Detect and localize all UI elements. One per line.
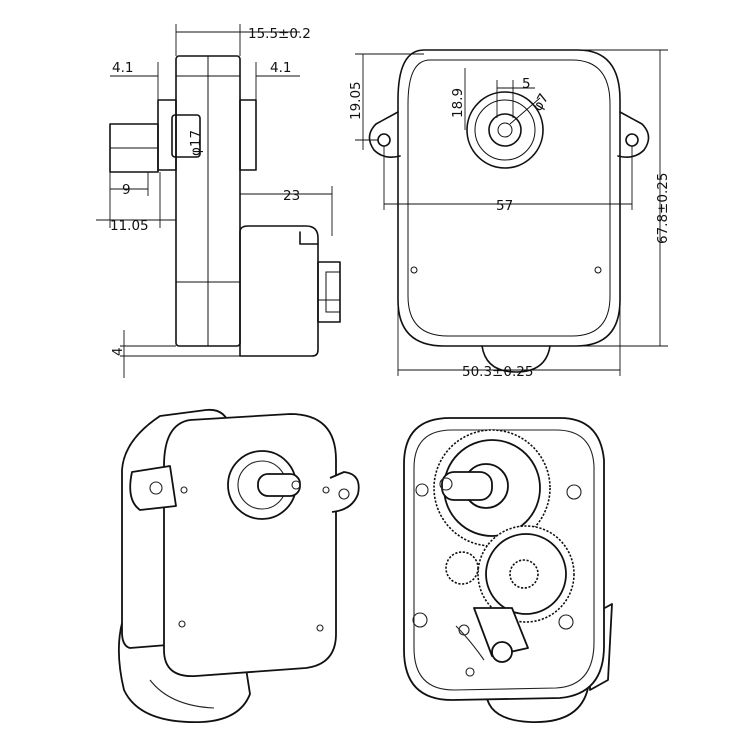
screw-boss-open [558, 614, 574, 630]
ear-left-iso [129, 465, 177, 511]
output-shaft-open [441, 471, 493, 501]
dim-shaft-dia: φ7 [530, 91, 553, 114]
internal-rib [455, 625, 485, 661]
output-boss [171, 114, 201, 158]
flange-left [157, 99, 177, 171]
dim-width-total: 15.5±0.2 [248, 26, 311, 42]
shaft-end-iso [291, 480, 301, 490]
iso-view-closed [117, 408, 360, 723]
dim-width-front: 50.3±0.25 [462, 364, 533, 380]
ear-right [617, 111, 650, 158]
mount-hole-left [377, 133, 391, 147]
boss-ring [474, 99, 536, 161]
dim-height-total: 67.8±0.25 [655, 173, 671, 244]
dim-d-flat: 5 [522, 76, 531, 92]
mount-hole-right [625, 133, 639, 147]
screw-iso [322, 486, 330, 494]
motor-terminal [325, 271, 341, 313]
shaft-end-open [439, 477, 453, 491]
flange-right [239, 99, 257, 171]
dim-shaft-top: 19.05 [348, 81, 364, 120]
dim-shaft-offset: 11.05 [110, 218, 149, 234]
dim-motor-len: 23 [283, 188, 300, 204]
shaft-center [497, 122, 513, 138]
mount-hole-open [415, 483, 429, 497]
screw-hole [410, 266, 418, 274]
motor-edge [149, 679, 215, 709]
screw-iso [178, 620, 186, 628]
dim-boss-dia: φ17 [188, 130, 204, 156]
screw-hole [594, 266, 602, 274]
screw-boss-open [458, 624, 470, 636]
small-gear [445, 551, 479, 585]
dim-boss-top: 18.9 [450, 88, 466, 118]
front-view: 19.05 18.9 5 φ7 57 67.8±0.25 50.3±0.25 [348, 49, 671, 380]
dim-shaft-len: 9 [122, 182, 131, 198]
worm-shaft-end [491, 641, 513, 663]
housing-rim [413, 429, 595, 691]
iso-view-open [403, 417, 613, 723]
dim-bottom-offset: 4 [110, 347, 126, 356]
shaft-circle [488, 113, 522, 147]
boss-outer [466, 91, 544, 169]
screw-iso [316, 624, 324, 632]
ear-left [368, 111, 401, 158]
motor-terminal-block [317, 261, 341, 323]
dim-flange-right: 4.1 [270, 60, 291, 76]
mount-hole-iso [149, 481, 163, 495]
motor-step [299, 231, 319, 245]
dim-leader [509, 97, 541, 125]
dim-hole-spacing: 57 [496, 198, 513, 214]
ear-right-iso [329, 471, 360, 513]
gearbox-inner-outline [407, 59, 611, 337]
side-view: 15.5±0.2 4.1 4.1 φ17 9 11.05 23 4 [96, 24, 341, 378]
screw-boss-open [412, 612, 428, 628]
screw-boss-open [465, 667, 475, 677]
shaft-iso [257, 473, 301, 497]
mount-hole-open [566, 484, 582, 500]
gear-mount-lower [473, 607, 529, 657]
intermediate-pinion [509, 559, 539, 589]
dim-flange-left: 4.1 [112, 60, 133, 76]
motor-can-side [239, 225, 319, 357]
mount-hole-iso [338, 488, 350, 500]
motor-bulge-front [481, 345, 551, 373]
screw-iso [180, 486, 188, 494]
